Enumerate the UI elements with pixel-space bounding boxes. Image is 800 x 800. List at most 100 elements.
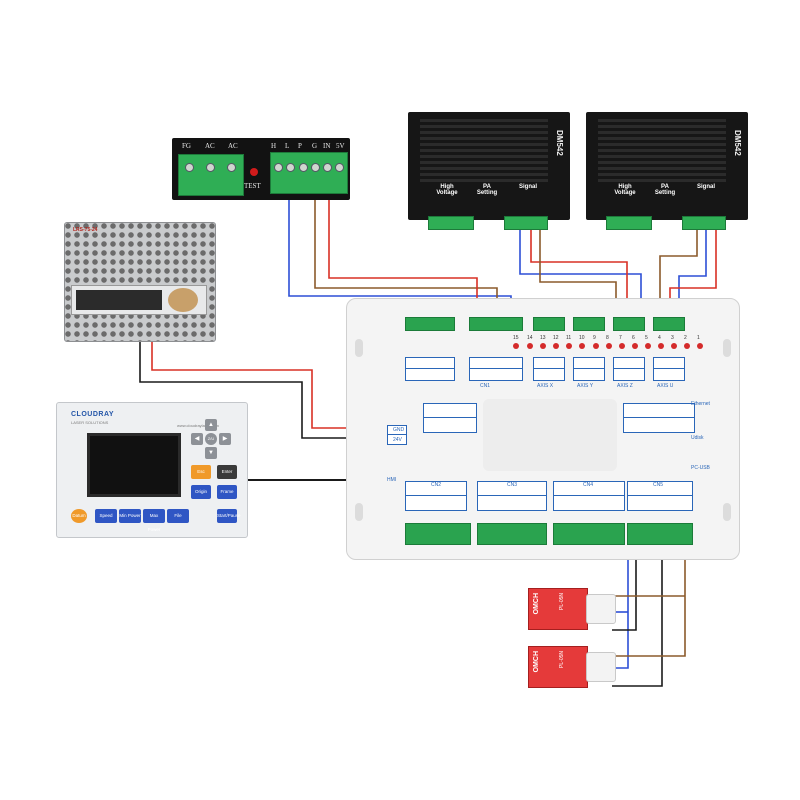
driver-model: DM542 xyxy=(733,130,742,156)
terminal-bottom-cn2 xyxy=(405,523,471,545)
hmi-speed-button[interactable]: Speed xyxy=(95,509,117,523)
hmi-min-power-button[interactable]: Min Power xyxy=(119,509,141,523)
driver-hv-terminal xyxy=(606,216,652,230)
status-led xyxy=(671,343,677,349)
pin-table-top-1 xyxy=(405,357,455,381)
psu-test-label: TEST xyxy=(244,182,261,190)
wire-24v-black xyxy=(139,340,392,439)
label-gnd: GND xyxy=(393,427,405,433)
screw xyxy=(227,163,236,172)
screw xyxy=(311,163,320,172)
hmi-max-power-button[interactable]: Max Power xyxy=(143,509,165,532)
hmi-datum-button[interactable]: Datum xyxy=(71,509,87,523)
hmi-frame-button[interactable]: Frame xyxy=(217,485,237,499)
status-led xyxy=(513,343,519,349)
pin-4: 4 xyxy=(658,335,661,341)
pin-8: 8 xyxy=(606,335,609,341)
pin-13: 13 xyxy=(540,335,546,341)
status-led xyxy=(684,343,690,349)
hmi-origin-button[interactable]: Origin xyxy=(191,485,211,499)
pin-table-y xyxy=(573,357,605,381)
hmi-esc-button[interactable]: Esc xyxy=(191,465,211,479)
wire-drv2-blue xyxy=(678,230,707,318)
screw xyxy=(274,163,283,172)
pin-3: 3 xyxy=(671,335,674,341)
pin-1: 1 xyxy=(697,335,700,341)
laser-controller-board: 15 14 13 12 11 10 9 8 7 6 5 4 3 2 1 xyxy=(346,298,740,560)
limit-switch-body: OMCH PL-05N xyxy=(528,588,588,630)
status-led xyxy=(527,343,533,349)
screw xyxy=(206,163,215,172)
hmi-up-button[interactable]: ▲ xyxy=(205,419,217,431)
terminal-top-z xyxy=(613,317,645,331)
pin-14: 14 xyxy=(527,335,533,341)
pin-15: 15 xyxy=(513,335,519,341)
pin-table-cn2 xyxy=(405,481,467,511)
status-led xyxy=(632,343,638,349)
psu-label-p: P xyxy=(298,142,302,150)
status-led xyxy=(658,343,664,349)
hmi-right-button[interactable]: ▶ xyxy=(219,433,231,445)
pin-5: 5 xyxy=(645,335,648,341)
pin-table-middle-right xyxy=(623,403,695,433)
status-led xyxy=(566,343,572,349)
label-cn4: CN4 xyxy=(583,482,594,488)
limit-brand: OMCH xyxy=(533,651,540,673)
pin-table-u xyxy=(653,357,685,381)
hmi-brand: CLOUDRAY xyxy=(71,411,115,418)
wire-limit-black2 xyxy=(612,540,637,631)
pin-2: 2 xyxy=(684,335,687,341)
screw xyxy=(323,163,332,172)
hmi-lcd-screen[interactable] xyxy=(87,433,181,497)
limit-switch-cap xyxy=(586,594,616,624)
status-led xyxy=(645,343,651,349)
pin-table-cn5 xyxy=(627,481,693,511)
hmi-enter-button[interactable]: Enter xyxy=(217,465,237,479)
hmi-url: www.cloudraylaser.com xyxy=(177,423,219,428)
mount-hole xyxy=(723,339,731,357)
driver-section-hv: High Voltage xyxy=(436,184,458,196)
wire-drv2-brown xyxy=(659,230,698,318)
limit-model: PL-05N xyxy=(559,593,565,610)
test-button[interactable] xyxy=(250,168,258,176)
wire-limit-black xyxy=(612,540,663,687)
terminal-top-cn1 xyxy=(469,317,523,331)
status-led xyxy=(606,343,612,349)
mount-hole xyxy=(355,503,363,521)
driver-signal-terminal xyxy=(682,216,726,230)
stepper-driver-2: DM542 High Voltage PA Setting Signal xyxy=(586,112,748,230)
driver-section-pa: PA Setting xyxy=(476,184,498,196)
driver-signal-terminal xyxy=(504,216,548,230)
pin-table-cn1 xyxy=(469,357,523,381)
driver-hv-terminal xyxy=(428,216,474,230)
label-udisk: Udisk xyxy=(691,435,704,441)
laser-power-supply: FG AC AC TEST H L P G IN 5V xyxy=(172,138,350,200)
terminal-top-y xyxy=(573,317,605,331)
stepper-driver-1: DM542 High Voltage PA Setting Signal xyxy=(408,112,570,230)
hmi-file-button[interactable]: File xyxy=(167,509,189,523)
hmi-down-button[interactable]: ▼ xyxy=(205,447,217,459)
label-cn1: CN1 xyxy=(480,383,491,389)
label-cn3: CN3 xyxy=(507,482,518,488)
wire-drv1-red-a xyxy=(530,230,628,318)
terminal-top-u xyxy=(653,317,685,331)
psu-label-in: IN xyxy=(323,142,331,150)
psu-label-5v: 5V xyxy=(336,142,345,150)
hmi-zu-button[interactable]: Z/U xyxy=(205,433,217,445)
terminal-top-x xyxy=(533,317,565,331)
psu-label-h: H xyxy=(271,142,277,150)
limit-brand: OMCH xyxy=(533,593,540,615)
wire-limit-blue xyxy=(612,540,629,669)
psu-label-ac2: AC xyxy=(228,142,238,150)
label-axis-z: AXIS Z xyxy=(617,383,633,389)
driver-heatsink xyxy=(420,118,548,182)
screw xyxy=(185,163,194,172)
pin-9: 9 xyxy=(593,335,596,341)
driver-heatsink xyxy=(598,118,726,182)
dc-psu-terminal-face xyxy=(71,285,207,315)
pin-table-middle-left xyxy=(423,403,477,433)
hmi-start-pause-button[interactable]: Start/Pause xyxy=(217,509,241,523)
hmi-left-button[interactable]: ◀ xyxy=(191,433,203,445)
label-axis-u: AXIS U xyxy=(657,383,674,389)
